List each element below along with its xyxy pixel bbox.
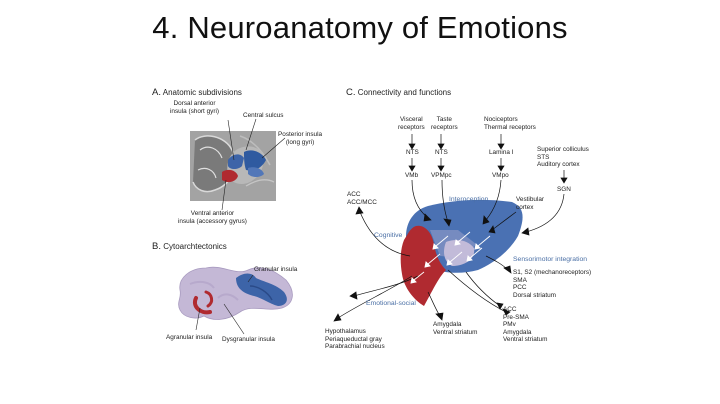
label-interoception: Interoception — [449, 196, 489, 203]
label-vmb: VMb — [405, 172, 419, 179]
panel-c-heading: C. Connectivity and functions — [346, 87, 451, 98]
panel-c-arrows — [333, 134, 568, 322]
label-nts-2: NTS — [435, 149, 448, 156]
panel-a-heading: A. Anatomic subdivisions — [152, 87, 242, 98]
panel-c-title: Connectivity and functions — [357, 88, 452, 97]
label-sensorimotor-integration: Sensorimotor integration — [513, 256, 588, 263]
label-nts-1: NTS — [406, 149, 419, 156]
label-agranular-insula: Agranular insula — [166, 334, 213, 341]
panel-c-insula-diagram — [400, 199, 523, 306]
label-acc-target-list: ACC Pre-SMA PMv Amygdala Ventral striatu… — [503, 306, 548, 344]
panel-a-letter: A. — [152, 87, 161, 98]
panel-c-inner-arrows — [410, 231, 491, 284]
label-dorsal-anterior-insula: Dorsal anterior insula (short gyri) — [170, 100, 220, 115]
label-amygdala-ventral-striatum: Amygdala Ventral striatum — [433, 321, 478, 336]
label-superior-colliculus: Superior colliculus STS Auditory cortex — [537, 146, 589, 169]
label-nociceptors: Nociceptors Thermal receptors — [484, 116, 536, 131]
label-taste-receptors: Taste receptors — [431, 116, 458, 131]
label-hypothalamus-list: Hypothalamus Periaqueductal gray Parabra… — [325, 328, 385, 351]
label-vpmpc: VPMpc — [431, 172, 452, 179]
label-posterior-insula: Posterior insula (long gyri) — [278, 131, 323, 146]
panel-a-leader-lines — [221, 118, 286, 211]
label-acc-mcc: ACC ACC/MCC — [347, 191, 377, 206]
panel-b-heading: B. Cytoarchtectonics — [152, 241, 227, 252]
panel-b-letter: B. — [152, 241, 161, 252]
panel-c-letter: C. — [346, 87, 356, 98]
label-visceral-receptors: Visceral receptors — [398, 116, 425, 131]
panel-b-title: Cytoarchtectonics — [163, 242, 227, 251]
label-vmpo: VMpo — [492, 172, 509, 179]
label-sgn: SGN — [557, 186, 571, 193]
panel-a-insula-regions — [222, 150, 266, 183]
slide-title: 4. Neuroanatomy of Emotions — [152, 10, 568, 45]
label-emotional-social: Emotional-social — [366, 300, 416, 307]
label-granular-insula: Granular insula — [254, 266, 298, 273]
panel-b-leader-lines — [195, 274, 254, 335]
label-lamina-i: Lamina I — [489, 149, 514, 156]
panel-a-title: Anatomic subdivisions — [162, 88, 242, 97]
label-vestibular-cortex: Vestibular cortex — [516, 196, 545, 211]
panel-b-insula-diagram — [178, 266, 293, 320]
label-central-sulcus: Central sulcus — [243, 112, 284, 119]
label-s1-s2-list: S1, S2 (mechanoreceptors) SMA PCC Dorsal… — [513, 269, 592, 299]
label-ventral-anterior-insula: Ventral anterior insula (accessory gyrus… — [178, 210, 247, 225]
label-dysgranular-insula: Dysgranular insula — [222, 336, 275, 343]
label-cognitive: Cognitive — [374, 232, 403, 239]
